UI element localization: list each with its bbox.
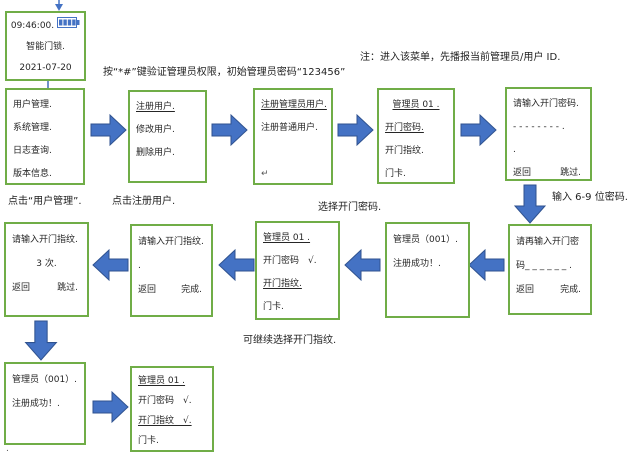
prompt-line: 请再输入开门密 (516, 237, 580, 247)
prompt-line: 请输入开门指纹. (12, 235, 78, 245)
arrow-right-icon (92, 389, 129, 425)
status-line: 管理员（001）. (393, 235, 459, 245)
screen-fingerprint-success: 管理员（001）. 注册成功！. (4, 362, 86, 445)
screen-reenter-password: 请再输入开门密 码_ _ _ _ _ _ . 返回 完成. (508, 224, 592, 315)
password-dashes: 码_ _ _ _ _ _ . (516, 261, 573, 271)
arrow-left-icon (92, 247, 129, 283)
caption-click-user-mgmt: 点击“用户管理”. (8, 196, 82, 207)
prompt-line: 请输入开门指纹. (138, 237, 204, 247)
auth-hint-note: 按“*#”键验证管理员权限，初始管理员密码“123456” (103, 67, 346, 78)
menu-item: 门卡. (138, 436, 159, 446)
admin-title: 管理员 01 . (263, 233, 311, 243)
menu-item: 注册管理员用户. (261, 100, 327, 110)
menu-item: 版本信息. (13, 169, 52, 179)
home-time-row: 09:46:00. (9, 16, 82, 37)
menu-item: 注册用户. (136, 102, 175, 112)
menu-item: 开门指纹 √. (138, 416, 192, 426)
caption-click-register: 点击注册用户. (112, 196, 176, 207)
home-time: 09:46:00. (10, 21, 55, 31)
caption-select-password: 选择开门密码. (318, 202, 382, 213)
arrow-down-icon (22, 320, 60, 361)
screen-final-menu: 管理员 01 . 开门密码 √. 开门指纹 √. 门卡. (130, 366, 214, 452)
menu-item: 开门密码. (385, 123, 424, 133)
skip-label: 跳过. (57, 283, 78, 293)
back-label: 返回 (12, 283, 31, 293)
screen-select-open-method: 管理员 01 . 开门密码. 开门指纹. 门卡. (377, 88, 455, 184)
status-line: 注册成功！. (393, 259, 441, 269)
screen-password-success: 管理员（001）. 注册成功！. (385, 222, 470, 318)
menu-item: 删除用户. (136, 148, 175, 158)
caption-enter-6-9-digits: 输入 6-9 位密码. (552, 192, 628, 203)
arrow-right-icon (90, 112, 127, 148)
menu-item: 用户管理. (13, 100, 52, 110)
screen-select-fingerprint: 管理员 01 . 开门密码 √. 开门指纹. 门卡. (255, 221, 340, 320)
back-label: 返回 (138, 285, 157, 295)
menu-item: 系统管理. (13, 123, 52, 133)
caption-continue-fingerprint: 可继续选择开门指纹. (243, 335, 337, 346)
times-line: 3 次. (36, 259, 57, 269)
done-label: 完成. (560, 285, 581, 295)
menu-item: 开门指纹. (385, 146, 424, 156)
screen-enter-fingerprint-times: 请输入开门指纹. 3 次. 返回 跳过. (4, 222, 89, 317)
screen-user-menu: 注册用户. 修改用户. 删除用户. (128, 90, 207, 183)
paragraph-mark: . (6, 444, 9, 454)
blank-line: . (138, 261, 141, 271)
admin-title: 管理员 01 . (138, 376, 186, 386)
menu-item: 注册普通用户. (261, 123, 318, 133)
return-mark: ↵ (261, 169, 269, 179)
battery-icon (57, 16, 80, 37)
arrow-down-icon (512, 184, 548, 224)
screen-enter-password: 请输入开门密码. - - - - - - - - . . 返回 跳过. (505, 87, 592, 181)
menu-item: 开门密码 √. (138, 396, 192, 406)
menu-item: 门卡. (385, 169, 406, 179)
menu-item: 门卡. (263, 302, 284, 312)
arrow-right-icon (337, 112, 374, 148)
arrow-left-icon (468, 247, 505, 283)
menu-item: 开门密码 √. (263, 256, 317, 266)
back-label: 返回 (513, 168, 532, 178)
arrow-left-icon (344, 247, 381, 283)
back-label: 返回 (516, 285, 535, 295)
home-date: 2021-07-20 (19, 63, 72, 73)
screen-home: 09:46:00. 智能门锁. 2021-07-20 (5, 11, 86, 81)
done-label: 完成. (181, 285, 202, 295)
screen-enter-fingerprint: 请输入开门指纹. . 返回 完成. (130, 224, 213, 317)
status-line: 管理员（001）. (12, 375, 78, 385)
skip-label: 跳过. (560, 168, 581, 178)
arrow-right-icon (460, 112, 497, 148)
flow-entry-arrow-icon (53, 0, 65, 11)
admin-title: 管理员 01 . (392, 100, 440, 110)
screen-register-type: 注册管理员用户. 注册普通用户. ↵ (253, 88, 333, 185)
menu-item: 开门指纹. (263, 279, 302, 289)
menu-note: 注：进入该菜单，先播报当前管理员/用户 ID. (360, 52, 561, 63)
menu-item: 修改用户. (136, 125, 175, 135)
blank-line: . (513, 145, 516, 155)
prompt-line: 请输入开门密码. (513, 99, 579, 109)
arrow-left-icon (218, 247, 255, 283)
screen-main-menu: 用户管理. 系统管理. 日志查询. 版本信息. (5, 88, 85, 185)
arrow-right-icon (211, 112, 248, 148)
home-to-menu-connector (47, 81, 49, 89)
password-dashes: - - - - - - - - . (513, 122, 565, 132)
home-device-name: 智能门锁. (26, 42, 65, 52)
menu-item: 日志查询. (13, 146, 52, 156)
status-line: 注册成功！. (12, 399, 60, 409)
